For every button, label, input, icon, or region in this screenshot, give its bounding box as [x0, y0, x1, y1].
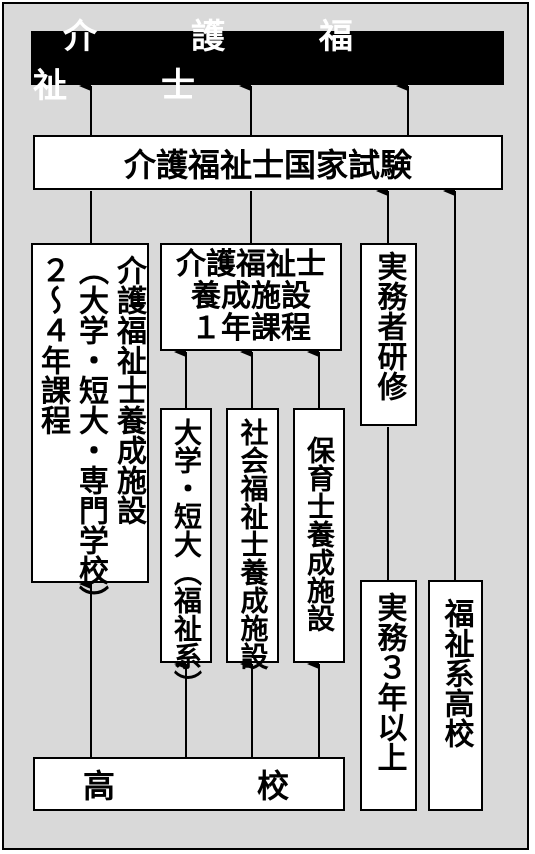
care-facility-line1: 介護福祉士 [176, 247, 326, 282]
univ-course-col-right: 介護福祉士養成施設 [111, 255, 146, 525]
univ-welfare-box: 大学・短大（福祉系） [160, 408, 212, 698]
practice-training-box: 実務者研修 [360, 243, 417, 426]
experience-text: 実務３年以上 [371, 592, 407, 772]
welfare-high-school-box: 福祉系高校 [428, 580, 483, 811]
social-welfare-text: 社会福祉士養成施設 [236, 418, 270, 670]
experience-box: 実務３年以上 [360, 580, 417, 811]
high-school-char2: 校 [257, 767, 290, 805]
national-exam-box: 介護福祉士国家試験 [33, 135, 503, 190]
care-facility-line2: 養成施設 [191, 279, 311, 314]
childcare-box: 保育士養成施設 [293, 408, 345, 663]
univ-welfare-text: 大学・短大（福祉系） [170, 418, 203, 698]
social-welfare-box: 社会福祉士養成施設 [226, 408, 279, 670]
care-facility-box: 介護福祉士 養成施設 １年課程 [160, 243, 342, 351]
high-school-box: 高 校 [33, 757, 345, 811]
welfare-high-school-text: 福祉系高校 [438, 598, 474, 748]
univ-course-box: 介護福祉士養成施設 （大学・短大・専門学校） ２〜４年課程 [31, 243, 149, 615]
univ-course-col-left: ２〜４年課程 [35, 255, 70, 435]
title-care-worker: 介 護 福 祉 士 [31, 17, 504, 106]
practice-training-text: 実務者研修 [371, 251, 407, 401]
childcare-text: 保育士養成施設 [303, 436, 336, 632]
high-school-char1: 高 [83, 767, 116, 805]
care-facility-line3: １年課程 [191, 311, 311, 346]
univ-course-col-middle: （大学・短大・専門学校） [73, 255, 108, 615]
